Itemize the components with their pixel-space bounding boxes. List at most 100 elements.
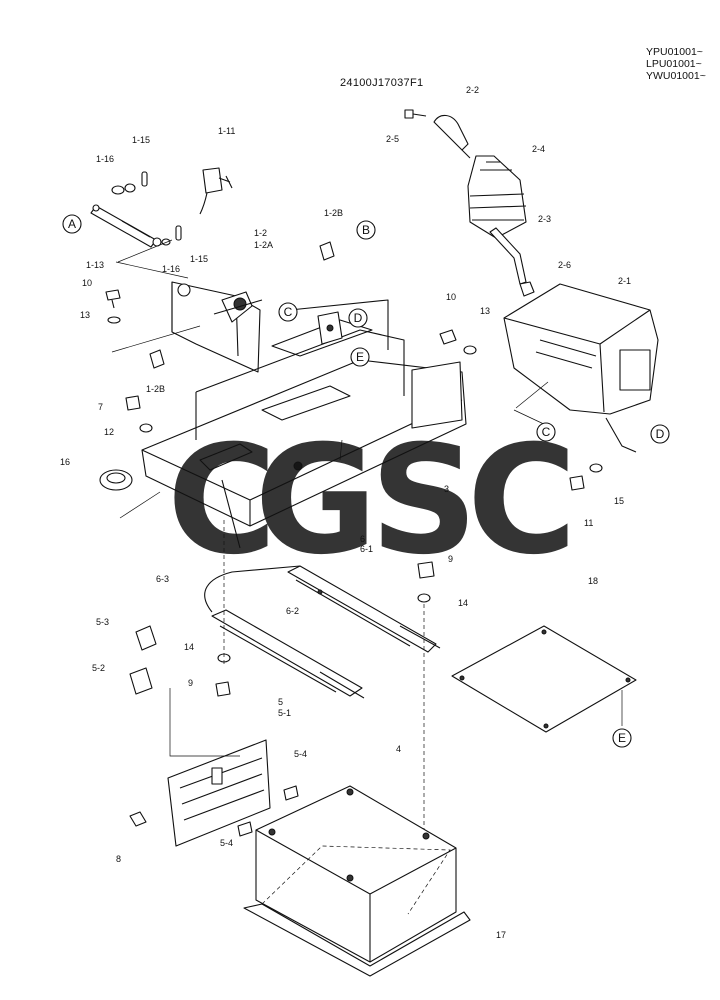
callout-d: D [650, 424, 670, 444]
serial-ranges: YPU01001~ LPU01001~ YWU01001~ [646, 46, 706, 82]
callout-letter: A [68, 217, 76, 231]
part-label: 3 [444, 484, 449, 494]
serial-range-2: LPU01001~ [646, 58, 702, 70]
part-label: 1-16 [162, 264, 180, 274]
callout-d: D [348, 308, 368, 328]
part-label: 6-3 [156, 574, 169, 584]
callout-letter: E [618, 731, 626, 745]
part-label: 5 [278, 697, 283, 707]
washer-15 [589, 463, 603, 473]
part-label: 5-2 [92, 663, 105, 673]
watermark-letter: C [167, 414, 277, 588]
bolt-9-upper [417, 561, 435, 579]
serial-range-1: YPU01001~ [646, 46, 703, 58]
callout-a: A [62, 214, 82, 234]
part-label: 2-3 [538, 214, 551, 224]
part-label: 1-2 [254, 228, 267, 238]
grommet-16 [99, 469, 133, 491]
clip-5-2 [129, 667, 153, 695]
part-label: 18 [588, 576, 598, 586]
boot-2-4 [467, 155, 527, 239]
lever-2-3 [489, 227, 527, 285]
cover-plate-18 [451, 625, 637, 733]
part-label: 17 [496, 930, 506, 940]
callout-c: C [536, 422, 556, 442]
clip-5-3 [135, 625, 157, 651]
part-label: 4 [396, 744, 401, 754]
callout-letter: D [354, 311, 363, 325]
part-label: 1-13 [86, 260, 104, 270]
callout-c: C [278, 302, 298, 322]
callout-letter: D [656, 427, 665, 441]
lever-bracket-1-2 [171, 281, 263, 373]
part-label: 5-1 [278, 708, 291, 718]
bushing-1-2b [149, 241, 335, 369]
part-label: 16 [60, 457, 70, 467]
part-label: 10 [446, 292, 456, 302]
rod-6-3 [204, 565, 301, 613]
base-box-4 [255, 785, 457, 963]
watermark-letter: C [467, 414, 577, 588]
callout-letter: B [362, 223, 370, 237]
washer-14-upper [417, 593, 431, 603]
part-label: 2-4 [532, 144, 545, 154]
knob-2-2 [433, 114, 471, 159]
slide-rail-6-1 [287, 565, 441, 653]
drawing-number: 24100J17037F1 [340, 77, 424, 89]
part-label: 14 [184, 642, 194, 652]
seat-frame-3 [141, 299, 467, 549]
part-label: 10 [82, 278, 92, 288]
watermark-letter: G [254, 414, 377, 588]
bolt-8 [129, 811, 147, 827]
part-label: 1-11 [218, 126, 235, 136]
part-label: 9 [188, 678, 193, 688]
part-label: 2-5 [386, 134, 399, 144]
part-labels: 1-15 1-16 1-11 1-13 1-16 1-15 1-2 1-2A 1-2B 10 13 1… [60, 85, 631, 940]
bolt-10-left [105, 289, 121, 309]
pin-1-15 [141, 171, 182, 241]
base-plate-17 [243, 845, 471, 977]
part-label: 12 [104, 427, 114, 437]
panel-5-1 [167, 739, 271, 847]
serial-range-3: YWU01001~ [646, 70, 706, 82]
bracket-c [317, 311, 343, 345]
part-label: 5-4 [220, 838, 233, 848]
bolt-11 [569, 475, 585, 491]
washer-13-right [463, 345, 477, 355]
watermark-letter: S [370, 414, 478, 588]
part-label: 13 [80, 310, 90, 320]
clip-5-4 [237, 785, 299, 837]
part-label: 1-15 [190, 254, 208, 264]
slide-rail-6-2 [211, 609, 365, 699]
callout-letter: C [542, 425, 551, 439]
part-label: 7 [98, 402, 103, 412]
part-label: 6-2 [286, 606, 299, 616]
nut-2-6 [519, 281, 535, 297]
part-label: 9 [448, 554, 453, 564]
callout-e: E [350, 347, 370, 367]
washer-13-left [107, 316, 121, 324]
part-label: 6 [360, 534, 365, 544]
washer-1-16 [111, 183, 171, 246]
part-label: 5-3 [96, 617, 109, 627]
part-label: 14 [458, 598, 468, 608]
part-label: 1-15 [132, 135, 150, 145]
nut-12 [139, 423, 153, 433]
bolt-9-lower [215, 681, 231, 697]
part-label: 2-2 [466, 85, 479, 95]
callout-b: B [356, 220, 376, 240]
part-label: 1-2B [324, 208, 343, 218]
part-label: 2-6 [558, 260, 571, 270]
part-label: 1-2A [254, 240, 273, 250]
part-label: 13 [480, 306, 490, 316]
control-box-2-1 [503, 283, 659, 453]
part-label: 1-16 [96, 154, 114, 164]
part-label: 1-2B [146, 384, 165, 394]
screw-2-5 [404, 109, 427, 119]
part-label: 15 [614, 496, 624, 506]
switch-1-11 [199, 167, 233, 215]
callout-e: E [612, 728, 632, 748]
callout-letter: E [356, 350, 364, 364]
